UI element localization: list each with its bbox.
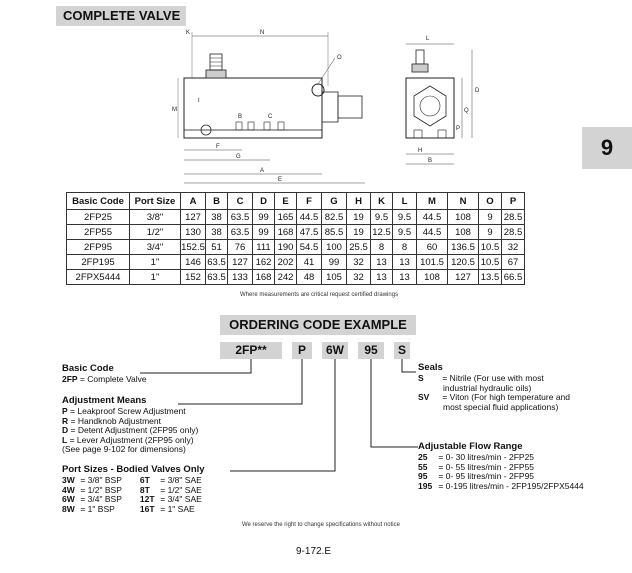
valve-body-end [405,77,455,139]
list-item: 4W = 1/2" BSP [62,484,122,495]
seals-title: Seals [418,362,443,373]
svg-text:N: N [260,30,264,36]
svg-text:L: L [426,36,430,42]
list-item: 95 = 0- 95 litres/min - 2FP95 [418,471,535,482]
code-segment-seal: S [394,342,410,359]
flow-range-title: Adjustable Flow Range [418,441,523,452]
table-note: Where measurements are critical request … [240,292,399,298]
complete-valve-heading: COMPLETE VALVE [56,6,186,26]
basic-code-legend: Basic Code 2FP = Complete Valve [62,363,147,384]
flow-range-legend: Adjustable Flow Range 25 = 0- 30 litres/… [418,441,584,491]
svg-text:O: O [337,55,342,61]
table-cell: 13 [392,269,417,285]
adjustment-title: Adjustment Means [62,395,147,406]
svg-text:A: A [260,168,264,174]
section-number-tab: 9 [582,127,632,169]
list-item: R = Handknob Adjustment [62,415,161,426]
list-item: 55 = 0- 55 litres/min - 2FP55 [418,461,535,472]
hex-port [413,85,447,127]
svg-text:M: M [172,107,177,113]
page-number: 9-172.E [296,546,332,557]
list-item: 16T = 1" SAE [139,503,195,514]
list-item: 6T = 3/8" SAE [139,475,202,485]
seals-legend: Seals S = Nitrile (For use with most ind… [418,362,571,412]
table-cell: 133 [227,269,253,285]
svg-text:Q: Q [464,108,469,114]
ordering-code-heading: ORDERING CODE EXAMPLE [220,315,416,335]
svg-text:C: C [268,114,273,120]
svg-text:I: I [198,98,200,104]
adjustment-note: (See page 9-102 for dimensions) [62,444,186,455]
svg-text:P: P [456,126,460,132]
table-cell: 28.5 [501,224,525,240]
valve-drawing: N K O M I B C F G A E L D Q P H B [172,30,480,184]
svg-text:D: D [475,88,480,94]
list-item: P = Leakproof Screw Adjustment [62,406,186,416]
basic-code-title: Basic Code [62,363,114,374]
svg-text:B: B [428,158,432,164]
svg-text:H: H [418,148,422,154]
code-segment-adjustment: P [292,342,312,359]
port-size-legend: Port Sizes - Bodied Valves Only 3W = 3/8… [62,464,205,514]
table-header-row: Basic Code Port Size A B C D E F G H K L… [66,192,525,210]
dimensions-table: Basic Code Port Size A B C D E F G H K L… [66,192,525,285]
list-item: 3W = 3/8" BSP [62,475,122,485]
list-item: L = Lever Adjustment (2FP95 only) [62,434,194,445]
code-segment-port: 6W [322,342,348,359]
list-item: 195 = 0-195 litres/min - 2FP195/2FPX5444 [418,480,584,491]
code-segment-basic: 2FP** [220,342,282,359]
list-item: 8T = 1/2" SAE [139,484,202,495]
svg-text:G: G [236,154,241,160]
list-item: 8W = 1" BSP [62,503,115,514]
port-size-title: Port Sizes - Bodied Valves Only [62,464,205,475]
svg-text:E: E [278,177,282,183]
list-item: S = Nitrile (For use with most [418,373,544,383]
list-item: 25 = 0- 30 litres/min - 2FP25 [418,452,535,462]
table-cell: 66.5 [501,269,525,285]
list-item: SV = Viton (For high temperature and [418,392,571,403]
svg-text:F: F [216,144,220,150]
svg-text:K: K [186,30,190,36]
list-item: D = Detent Adjustment (2FP95 only) [62,425,199,436]
list-item: 6W = 3/4" BSP [62,494,122,505]
code-segment-flow: 95 [358,342,384,359]
list-item: 12T = 3/4" SAE [139,494,202,505]
footer-note: We reserve the right to change specifica… [242,522,400,528]
adjustment-legend: Adjustment Means P = Leakproof Screw Adj… [62,395,198,455]
svg-text:B: B [238,114,242,120]
